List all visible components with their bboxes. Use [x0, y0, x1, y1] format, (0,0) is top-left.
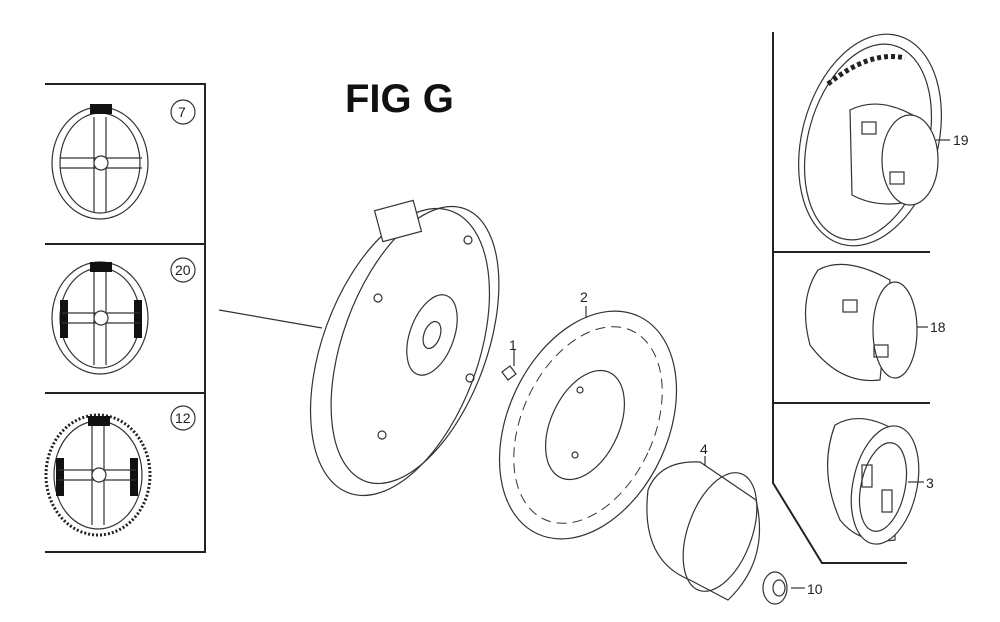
part-7-circle — [170, 99, 196, 125]
inset-part-7: 7 — [51, 99, 196, 220]
part-20-label: 20 — [175, 262, 191, 278]
callout-1: 1 — [509, 337, 517, 353]
inset-part-20: 20 — [51, 257, 196, 375]
right-inset-panel: 19 18 3 — [772, 32, 969, 564]
fan-cover-part-4 — [646, 456, 761, 601]
part-7-label: 7 — [178, 104, 186, 120]
callout-10: 10 — [807, 581, 823, 597]
part-12-label: 12 — [175, 410, 191, 426]
part-18-hub — [804, 263, 928, 382]
inset-part-12: 12 — [44, 405, 196, 537]
callout-19: 19 — [953, 132, 969, 148]
callout-3: 3 — [926, 475, 934, 491]
nut-part-10 — [762, 571, 805, 605]
key-part — [501, 365, 517, 381]
cooling-fan — [498, 306, 678, 540]
callout-4: 4 — [700, 441, 708, 457]
part-19-pulley — [798, 33, 950, 247]
callout-18: 18 — [930, 319, 946, 335]
flywheel-assembly — [309, 199, 500, 497]
figure-title: FIG G — [345, 77, 454, 121]
part-3-ratchet — [827, 417, 924, 545]
inset-leader-line — [218, 309, 323, 329]
callout-2: 2 — [580, 289, 588, 305]
left-inset-panel: 7 20 12 — [44, 83, 206, 553]
